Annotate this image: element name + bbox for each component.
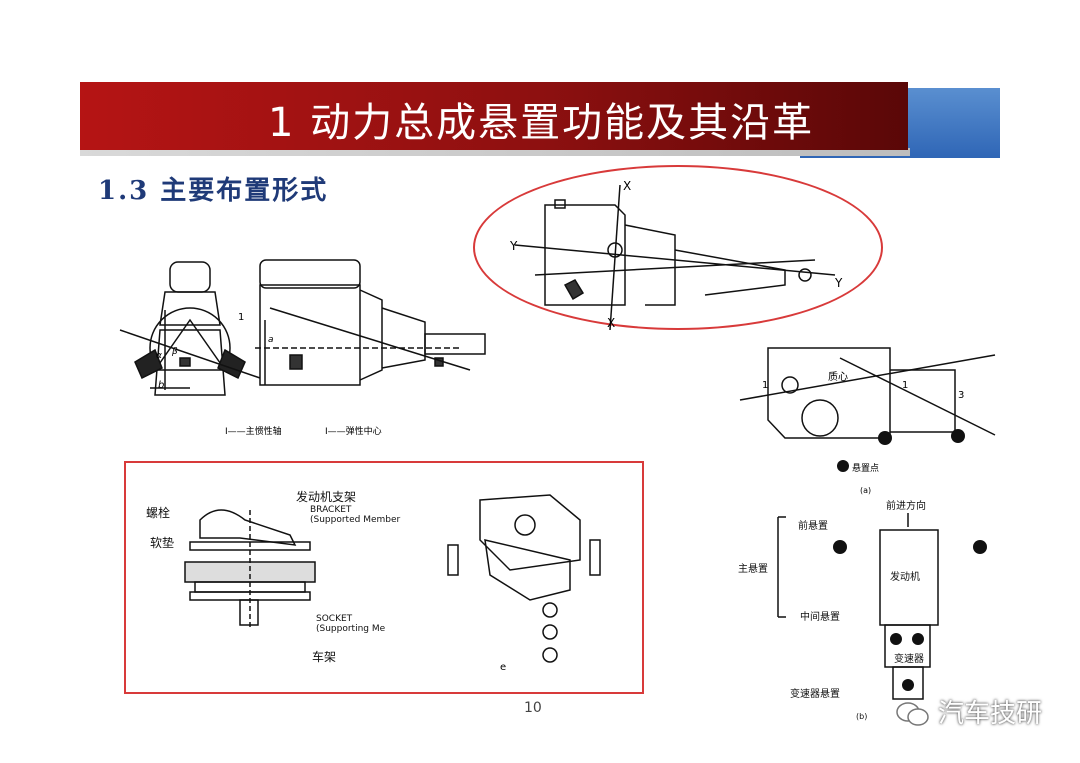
engine-inertia-axis-diagram: α β b a 1 I——主惯性轴 I——弹性中心 [119, 259, 486, 437]
b-mark: b [158, 380, 164, 391]
mount-exploded-view: e [447, 494, 601, 673]
y-axis-right-label: Y [834, 276, 843, 290]
mount-cross-section [184, 509, 316, 630]
mount-layout-diagram-a: 质心 1 1 3 悬置点 (a) [739, 347, 996, 495]
section-heading: 1.3 主要布置形式 [98, 176, 329, 206]
socket-en-sub-label: (Supporting Me [316, 624, 386, 634]
legend-inertia-axis: I——主惯性轴 [225, 425, 282, 437]
mark-1b: 1 [902, 380, 908, 391]
engine-label: 发动机 [890, 572, 920, 583]
beta-mark: β [171, 347, 178, 357]
title-banner [80, 82, 908, 150]
powertrain-axis-diagram: X X Y Y [509, 179, 843, 331]
alpha-mark: α [156, 351, 162, 361]
socket-en-label: SOCKET [316, 614, 353, 624]
front-mount-label: 前悬置 [798, 521, 828, 532]
mark-1a: 1 [762, 380, 768, 391]
mount-detail-box [124, 461, 644, 694]
watermark-text: 汽车技研 [938, 699, 1043, 729]
y-axis-left-label: Y [509, 239, 518, 253]
x-axis-bottom-label: X [607, 316, 615, 330]
bolt-label: 螺栓 [146, 506, 171, 520]
bracket-en-sub-label: (Supported Member [310, 515, 401, 525]
mount-layout-diagram-b [777, 513, 987, 700]
pad-label: 软垫 [150, 536, 175, 550]
fig-mark-e: e [500, 662, 506, 673]
frame-label: 车架 [312, 650, 337, 664]
center-of-mass-label: 质心 [828, 371, 848, 383]
title-banner-shadow [80, 148, 910, 156]
bracket-en-label: BRACKET [310, 505, 352, 515]
slide-title: 1 动力总成悬置功能及其沿革 [268, 100, 815, 146]
page-number: 10 [524, 700, 542, 716]
trans-mount-label: 变速器悬置 [790, 689, 840, 700]
direction-label: 前进方向 [886, 501, 926, 512]
fig-a-label: (a) [860, 486, 871, 495]
legend-elastic-center: I——弹性中心 [325, 425, 382, 437]
transmission-label: 变速器 [894, 654, 924, 665]
a-mark: a [268, 335, 274, 345]
x-axis-top-label: X [623, 179, 631, 193]
mark-3: 3 [958, 390, 964, 401]
bracket-cn-label: 发动机支架 [296, 490, 357, 504]
mount-point-label: 悬置点 [852, 463, 879, 474]
wechat-icon [896, 702, 929, 726]
middle-mount-label: 中间悬置 [800, 612, 840, 623]
fig-b-label: (b) [856, 712, 868, 721]
axis-mark-1: 1 [238, 312, 244, 323]
main-mount-label: 主悬置 [738, 564, 768, 575]
highlight-ellipse [473, 165, 883, 330]
